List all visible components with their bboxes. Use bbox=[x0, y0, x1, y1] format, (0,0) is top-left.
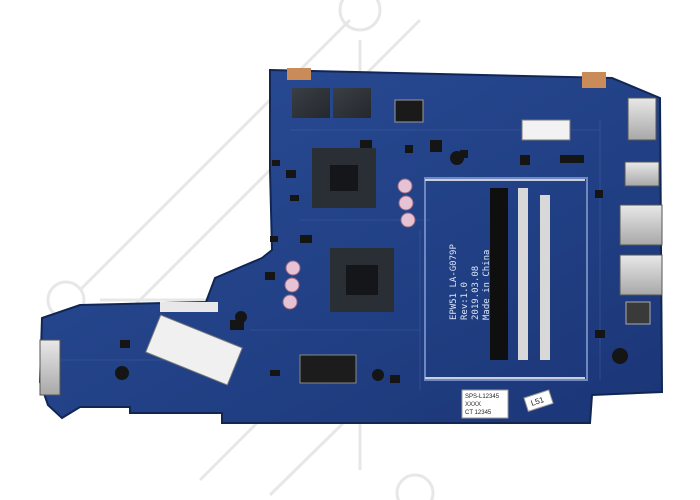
copper-pad-1 bbox=[287, 68, 311, 80]
io-ports bbox=[619, 97, 663, 325]
hdmi-port bbox=[624, 161, 660, 187]
components bbox=[115, 140, 628, 383]
lan-port bbox=[627, 97, 657, 141]
audio-jack bbox=[625, 301, 651, 325]
usb-port-2 bbox=[619, 254, 663, 296]
usb-port-1 bbox=[619, 204, 663, 246]
memory-chip-1 bbox=[292, 88, 330, 118]
black-connector bbox=[299, 354, 357, 384]
silk-origin: Made in China bbox=[482, 250, 492, 320]
silk-model: EPW51 LA-G079P bbox=[449, 244, 459, 320]
sticker-line-2: XXXX bbox=[465, 402, 481, 408]
gpu-die bbox=[330, 165, 358, 191]
silk-revision: Rev:1.0 bbox=[460, 282, 470, 320]
copper-pad-2 bbox=[582, 72, 606, 88]
sata-connector bbox=[39, 339, 61, 396]
sticker-small-text: L51 bbox=[530, 395, 546, 408]
top-right-connector bbox=[521, 119, 571, 141]
ribbon-connector bbox=[160, 302, 218, 312]
silk-date: 2019.03.08 bbox=[471, 266, 481, 320]
small-connector-top bbox=[394, 99, 424, 123]
small-sticker: L51 bbox=[523, 389, 554, 412]
m2-slot bbox=[145, 314, 243, 386]
cpu-die bbox=[346, 265, 378, 295]
memory-chip-2 bbox=[333, 88, 371, 118]
capacitors bbox=[282, 178, 416, 310]
sticker-line-3: CT 12345 bbox=[465, 410, 492, 416]
ram-slots bbox=[424, 177, 588, 381]
label-sticker: SPS-L12345 XXXX CT 12345 bbox=[461, 389, 509, 419]
sticker-line-1: SPS-L12345 bbox=[465, 394, 500, 400]
